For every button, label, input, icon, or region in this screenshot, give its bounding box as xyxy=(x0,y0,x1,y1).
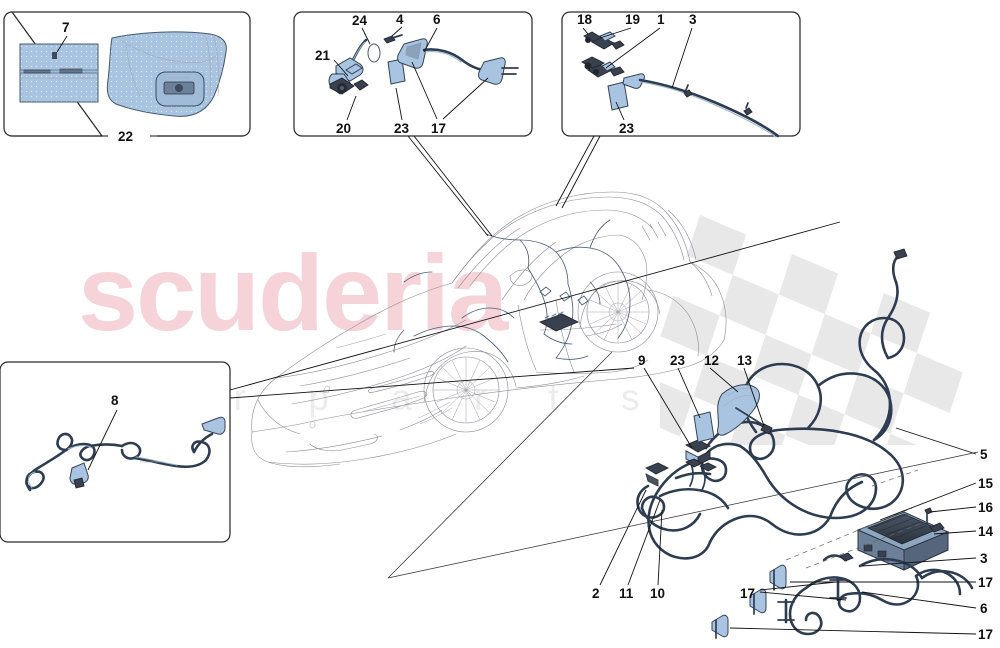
callout-3: 3 xyxy=(689,12,697,27)
callout-21: 21 xyxy=(315,48,331,63)
connector-small-a xyxy=(684,458,704,468)
callout-18: 18 xyxy=(577,12,593,27)
connector-small-b xyxy=(698,462,718,472)
connector-cluster-upper xyxy=(583,31,625,50)
callout-6b: 6 xyxy=(980,601,988,616)
wiring-loom-part-8 xyxy=(25,416,226,492)
callout-23d: 23 xyxy=(670,353,686,368)
callout-20: 20 xyxy=(336,121,351,136)
callout-3b: 3 xyxy=(980,551,988,566)
clip-6-b xyxy=(777,598,795,624)
clip-17-b xyxy=(749,588,767,615)
callout-15: 15 xyxy=(978,476,994,491)
callout-13: 13 xyxy=(737,353,753,368)
airbag-curtain-folded xyxy=(106,31,227,117)
watermark-line1: scuderia xyxy=(78,232,509,353)
callout-17c: 17 xyxy=(978,627,993,642)
pin-part-13 xyxy=(735,407,773,435)
plate-part-23c xyxy=(693,411,715,443)
vehicle-illustration xyxy=(251,191,727,468)
callout-6: 6 xyxy=(433,12,441,27)
callout-23b: 23 xyxy=(394,121,410,136)
panel-wiring-loom: 8 xyxy=(0,361,231,543)
bolt-part-4 xyxy=(383,34,403,44)
callout-24: 24 xyxy=(352,13,368,28)
panel-airbag-curtain: 7 22 xyxy=(3,11,251,144)
panel-seatbelt-buckle: 24 4 6 21 20 23 17 xyxy=(293,11,533,137)
panel-connector-leaders xyxy=(229,135,841,399)
connector-11 xyxy=(645,462,670,487)
callout-9: 9 xyxy=(638,353,646,368)
callout-16: 16 xyxy=(978,500,994,515)
bolt-part-15 xyxy=(924,507,933,515)
panel-belt-anchor: 18 19 1 3 23 xyxy=(561,11,801,138)
plate-part-23b xyxy=(607,81,629,111)
callout-19: 19 xyxy=(625,12,640,27)
callout-12: 12 xyxy=(704,353,719,368)
alignment-guides xyxy=(785,469,931,569)
callout-11: 11 xyxy=(619,586,634,601)
assembly-zone-boundary xyxy=(387,351,979,579)
ecu-on-car xyxy=(538,311,580,332)
callout-10: 10 xyxy=(650,586,665,601)
callout-17d: 17 xyxy=(740,586,755,601)
callout-17b: 17 xyxy=(978,575,993,590)
callout-23c: 23 xyxy=(619,121,635,136)
seatbelt-strap xyxy=(397,38,519,85)
main-callout-labels: 9 23 12 13 5 15 16 14 3 17 6 17 2 11 10 … xyxy=(592,353,994,642)
callout-22: 22 xyxy=(118,129,133,144)
callout-14: 14 xyxy=(978,524,994,539)
connector-cluster-lower xyxy=(581,56,625,78)
callout-4: 4 xyxy=(396,12,404,27)
clip-17-c xyxy=(711,614,729,639)
callout-1: 1 xyxy=(657,12,665,27)
callout-8: 8 xyxy=(111,393,119,408)
vehicle-wiring-overlay xyxy=(393,219,631,363)
callout-17: 17 xyxy=(431,121,446,136)
main-harness-assembly xyxy=(636,248,974,639)
main-callout-leaders xyxy=(599,367,977,635)
airbag-module-flat xyxy=(19,43,99,103)
callout-2: 2 xyxy=(592,586,600,601)
callout-7: 7 xyxy=(62,20,70,35)
watermark: scuderia c a r p a r t s xyxy=(70,232,640,418)
checkered-flag-icon xyxy=(660,215,963,445)
callout-5: 5 xyxy=(980,447,988,462)
clip-17-a xyxy=(769,564,787,591)
seatbelt-webbing xyxy=(622,73,780,138)
pretensioner-assembly xyxy=(328,38,381,95)
